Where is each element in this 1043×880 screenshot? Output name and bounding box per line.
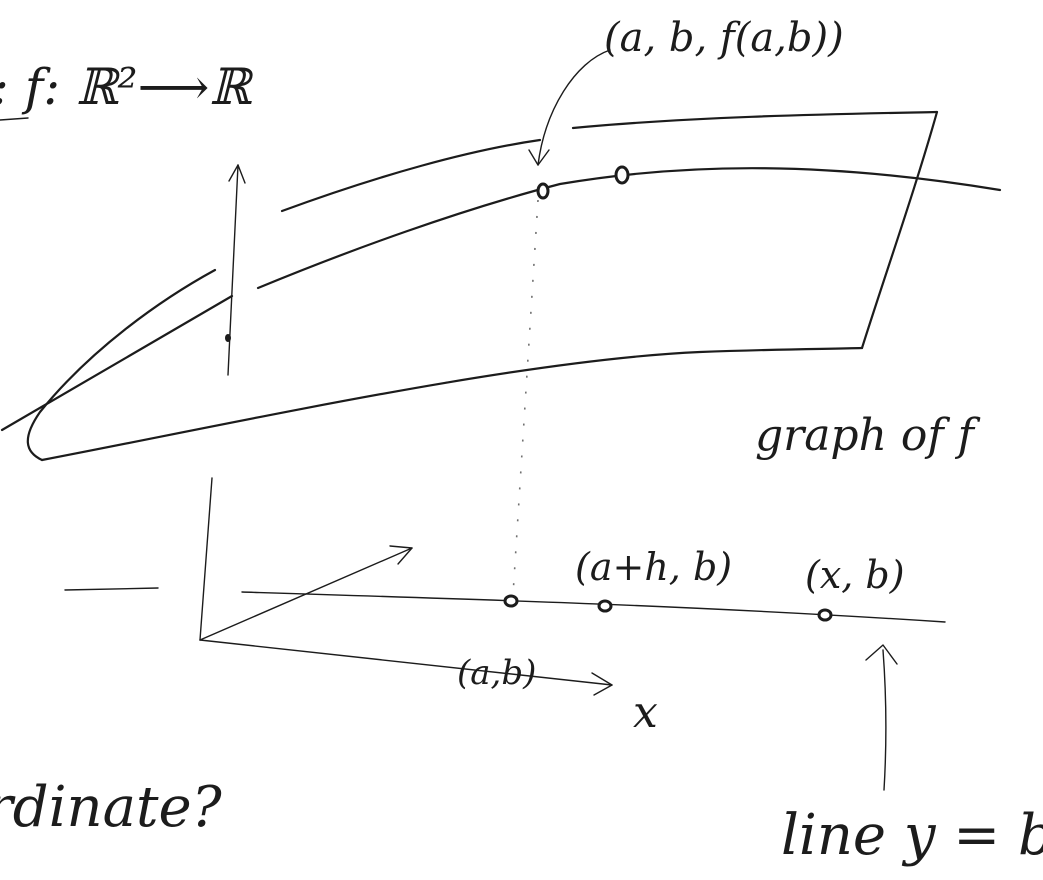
domain-point-ab [503,594,519,608]
surface-point-label: (a, b, f(a,b)) [604,15,844,61]
colon-underline [0,117,29,121]
surface-right-edge [860,110,939,350]
surface-left-fold [26,268,217,462]
question-text: rdinate? [0,775,222,840]
surface-bottom-edge [40,346,864,462]
surface-top-edge-right [571,110,939,130]
y-axis-head [389,545,413,565]
domain-point-ahb [597,599,613,613]
z-axis-stub [199,477,213,641]
surface-top-edge [280,138,542,213]
surface-point-ah [614,165,630,185]
line-pointer-arrow-head [865,644,898,665]
domain-point-xb [817,608,833,622]
graph-label: graph of f [755,410,974,461]
projection-line [512,199,539,596]
x-axis-head [591,672,613,696]
pointer-arrow [537,49,611,166]
surface-section-curve [256,167,1002,290]
vertical-arrow-head [228,164,246,184]
line-label: line y = b [781,803,1043,868]
x-axis [199,639,613,686]
x-axis-label: x [633,687,658,738]
map-notation: : f: ℝ²⟶ℝ [0,58,251,116]
line-pointer-arrow [882,649,887,791]
left-dash-mark [64,587,159,591]
point-ab-label: (a,b) [457,653,537,693]
surface-point-a [536,182,550,200]
interior-base-dot [225,334,231,342]
point-xb-label: (x, b) [805,553,905,597]
vertical-arrow [227,164,239,376]
point-ahb-label: (a+h, b) [575,545,733,589]
pointer-arrow-head [528,149,550,166]
tangent-line [0,294,234,432]
